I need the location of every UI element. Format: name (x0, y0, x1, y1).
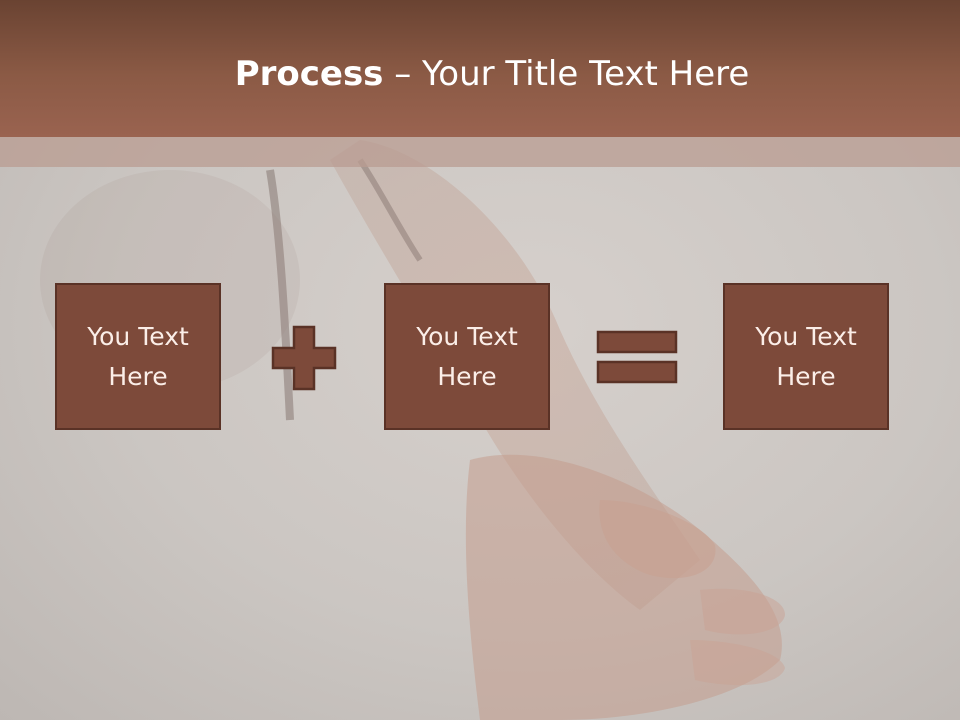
process-box-1-text: You Text Here (87, 321, 189, 391)
title-bar (0, 0, 960, 137)
slide-title[interactable]: Process – Your Title Text Here (0, 50, 960, 98)
process-box-2[interactable]: You Text Here (384, 283, 550, 430)
process-box-3-text: You Text Here (755, 321, 857, 391)
equals-icon (596, 330, 678, 384)
process-box-3[interactable]: You Text Here (723, 283, 889, 430)
plus-icon (271, 325, 337, 391)
title-band (0, 137, 960, 167)
title-bold-text: Process (234, 54, 384, 94)
process-box-1[interactable]: You Text Here (55, 283, 221, 430)
process-box-2-text: You Text Here (416, 321, 518, 391)
title-rest-text: – Your Title Text Here (383, 54, 750, 94)
